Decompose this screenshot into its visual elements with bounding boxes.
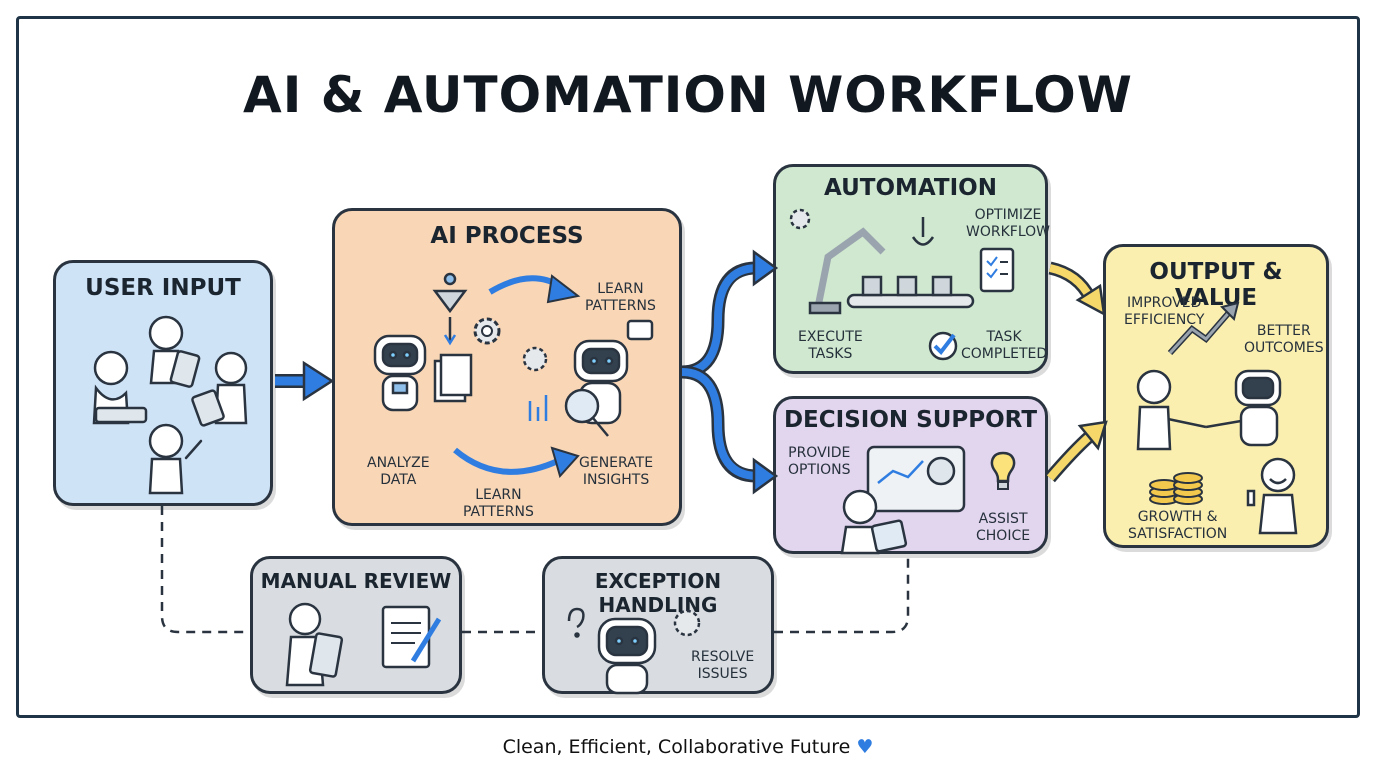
learn-patterns-label-top: LEARN PATTERNS [585,281,656,314]
coins-stack-icon [1149,472,1203,505]
arrow-ai-to-automation-head [752,249,779,287]
generate-insights-label: GENERATE INSIGHTS [579,455,654,488]
arrow-decision-to-output [1046,432,1093,481]
footer-tagline: Clean, Efficient, Collaborative Future♥ [0,736,1376,758]
output-value-title: OUTPUT & VALUE [1149,259,1283,311]
decision-support-box: DECISION SUPPORT PROVIDE OPTIONS ASSIST … [773,396,1048,555]
arrow-ai-to-decision [681,368,759,480]
exception-handling-box: EXCEPTION HANDLING RESOLVE ISSUES [542,556,774,695]
arrow-ai-to-automation [681,264,759,376]
page-title: AI & AUTOMATION WORKFLOW [243,66,1133,124]
robot-insights-icon [522,319,654,437]
user-input-title: USER INPUT [85,275,241,301]
diagram-frame [16,16,1360,718]
dashed-loop-exception-to-decision [774,554,910,634]
exception-handling-title: EXCEPTION HANDLING [594,569,722,617]
automation-box: AUTOMATION OPTIMIZE WORKFLOW EXECUTE TAS… [773,164,1050,374]
footer-text: Clean, Efficient, Collaborative Future [502,736,851,758]
user-input-box: USER INPUT [53,260,273,506]
clipboard-checklist-icon [979,247,1015,293]
lightbulb-icon [990,451,1016,490]
manual-review-title: MANUAL REVIEW [260,569,452,593]
execute-tasks-label: EXECUTE TASKS [798,329,863,362]
assist-choice-label: ASSIST CHOICE [976,511,1031,544]
trend-arrow-icon [1167,301,1240,356]
analyze-data-label: ANALYZE DATA [367,455,430,488]
optimize-workflow-label: OPTIMIZE WORKFLOW [966,207,1050,240]
arrow-learn-patterns-bottom [453,447,562,475]
robot-analyzing-icon [373,272,473,412]
confused-robot-icon [567,607,701,695]
arrow-decision-to-output-head [1077,420,1108,451]
happy-person-thumbs-up-icon [1246,457,1298,535]
arrow-learn-patterns-bottom-head [550,446,580,479]
arrow-ai-to-decision-head [752,457,779,495]
provide-options-label: PROVIDE OPTIONS [788,445,851,478]
human-robot-handshake-icon [1136,369,1282,451]
users-group-icon [92,315,248,495]
arrow-user-to-ai-head [302,360,335,402]
better-outcomes-label: BETTER OUTCOMES [1244,323,1324,356]
person-clipboard-icon [285,602,442,687]
robotic-arm-conveyor-icon [789,208,975,315]
improved-efficiency-label: IMPROVED EFFICIENCY [1124,295,1205,328]
manual-review-box: MANUAL REVIEW [250,556,462,694]
automation-title: AUTOMATION [824,175,997,201]
task-completed-label: TASK COMPLETED [961,329,1048,362]
output-value-box: OUTPUT & VALUE IMPROVED EFFICIENCY BETTE… [1103,244,1329,548]
learn-patterns-label-bottom: LEARN PATTERNS [463,487,534,520]
arrow-automation-to-output-head [1075,283,1106,317]
decision-support-title: DECISION SUPPORT [783,407,1038,433]
gear-icon [473,317,501,345]
heart-icon: ♥ [856,736,874,758]
person-dashboard-icon [840,445,966,555]
check-circle-icon [928,331,958,361]
arrow-learn-patterns-top-head [546,274,581,304]
growth-satisfaction-label: GROWTH & SATISFACTION [1128,509,1228,542]
ai-process-title: AI PROCESS [430,223,584,249]
resolve-issues-label: RESOLVE ISSUES [691,649,755,682]
dashed-loop-user-to-review [160,506,250,634]
